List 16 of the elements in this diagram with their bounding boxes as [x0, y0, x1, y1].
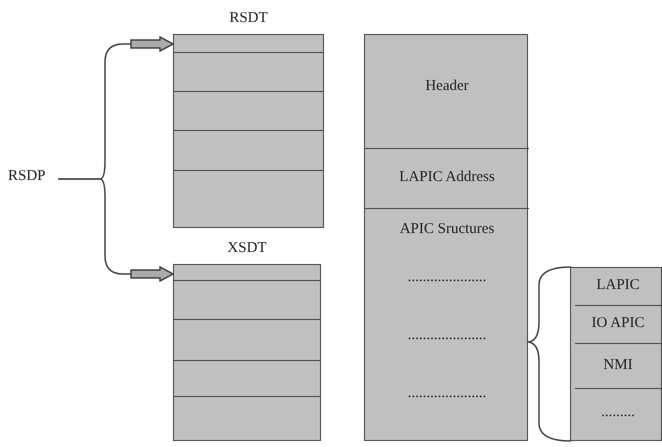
row-label: NMI — [602, 356, 634, 374]
ellipsis-text: ..................... — [406, 269, 488, 286]
row-label: LAPIC Address — [398, 169, 496, 186]
ellipsis-text: ..................... — [406, 385, 488, 402]
row-label: APIC Sructures — [398, 221, 496, 238]
row-label: LAPIC — [595, 277, 641, 294]
table-title: RSDT — [228, 10, 269, 27]
table-block — [570, 267, 662, 441]
table-block — [364, 34, 528, 441]
ellipsis-text: ..................... — [406, 327, 488, 344]
row-label: ......... — [600, 404, 636, 421]
row-label: IO APIC — [590, 315, 646, 332]
row-label: Header — [424, 78, 470, 95]
curly-brace — [526, 266, 572, 343]
table-name: RSDP — [8, 168, 58, 190]
table-title: XSDT — [226, 240, 268, 257]
